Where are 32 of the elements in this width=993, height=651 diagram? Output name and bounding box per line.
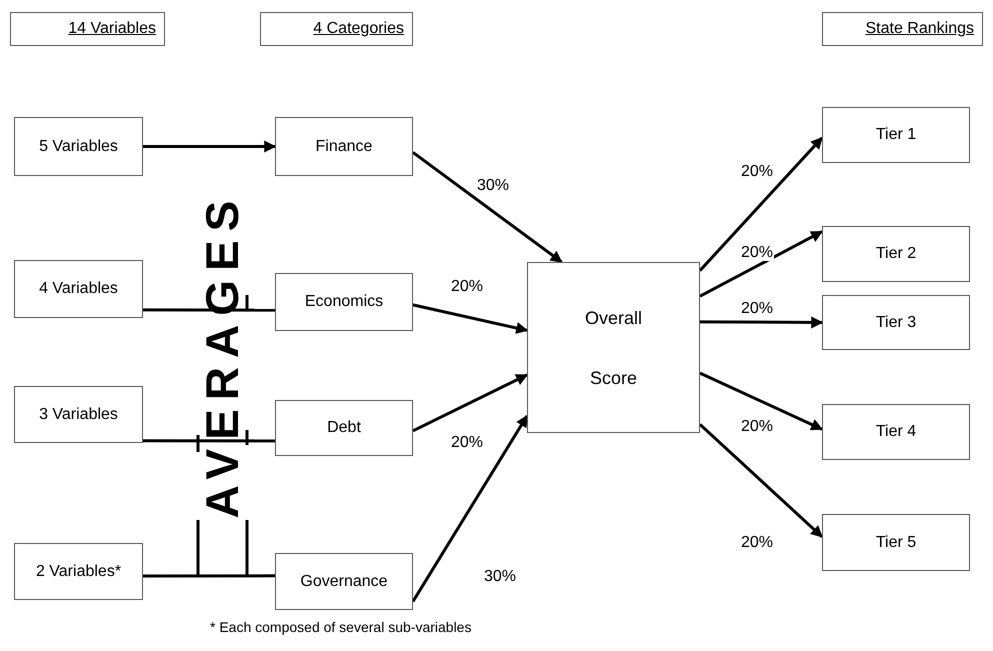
node-box: Finance — [275, 117, 413, 176]
connector-line — [143, 574, 275, 578]
score-box: Overall Score — [527, 262, 700, 433]
node-box: Tier 1 — [822, 107, 970, 163]
footnote: * Each composed of several sub-variables — [210, 620, 472, 634]
node-box: Tier 4 — [822, 404, 970, 460]
arrow — [698, 423, 824, 538]
arrow — [412, 414, 528, 602]
node-box: 5 Variables — [14, 117, 143, 176]
connector-line — [143, 439, 275, 442]
arrow — [143, 140, 276, 152]
column-header-box: 14 Variables — [10, 12, 165, 46]
edge-label: 20% — [740, 245, 774, 261]
column-header-box: State Rankings — [822, 12, 983, 46]
node-box: Tier 2 — [822, 226, 970, 282]
arrow — [412, 151, 563, 264]
node-box: Governance — [275, 553, 413, 610]
arrow — [699, 372, 824, 431]
node-box: 3 Variables — [14, 386, 143, 443]
node-box: Tier 3 — [822, 295, 970, 350]
node-box: Debt — [275, 400, 413, 456]
arrow — [699, 230, 824, 298]
column-header-box: 4 Categories — [260, 12, 413, 46]
node-box: Economics — [275, 273, 413, 331]
arrow — [698, 136, 824, 272]
vertical-heading: AVERAGES — [199, 192, 245, 518]
arrow — [412, 374, 528, 432]
node-box: Tier 5 — [822, 514, 970, 571]
node-box: 4 Variables — [14, 260, 143, 318]
arrow — [412, 303, 528, 334]
arrow — [700, 316, 824, 328]
node-box: 2 Variables* — [14, 543, 143, 600]
